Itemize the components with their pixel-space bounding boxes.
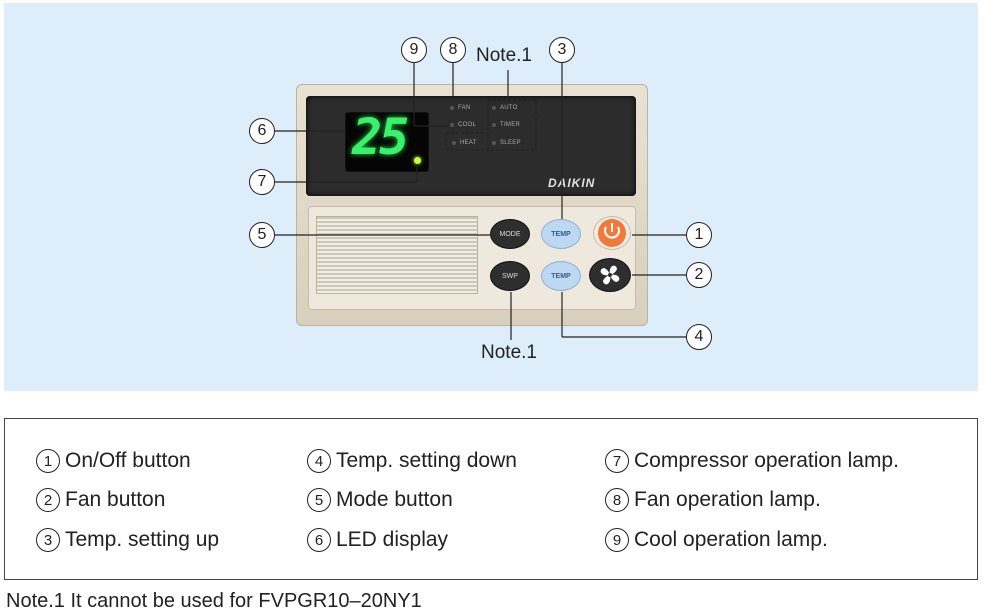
legend-number: 6 <box>307 528 331 552</box>
indicator-cool-label: COOL <box>458 122 477 128</box>
callout-6: 6 <box>249 118 275 144</box>
legend-item: 7 Compressor operation lamp. <box>605 449 899 473</box>
legend-text: Fan operation lamp. <box>634 488 821 511</box>
legend-number: 2 <box>36 488 60 512</box>
fan-lamp <box>450 106 454 110</box>
legend-item: 3 Temp. setting up <box>36 528 219 552</box>
callout-5: 5 <box>249 222 275 248</box>
legend-item: 5 Mode button <box>307 488 453 512</box>
callout-2: 2 <box>686 262 712 288</box>
callout-8: 8 <box>440 37 466 63</box>
callout-9: 9 <box>401 37 427 63</box>
temp-up-button[interactable]: TEMP <box>541 219 581 249</box>
legend-text: Fan button <box>65 488 166 511</box>
legend-text: Temp. setting up <box>65 528 220 551</box>
legend-text: Mode button <box>336 488 453 511</box>
indicator-timer-label: TIMER <box>500 122 521 128</box>
indicator-auto-label: AUTO <box>500 105 518 111</box>
legend-box <box>4 418 978 580</box>
legend-item: 9 Cool operation lamp. <box>605 528 828 552</box>
indicator-fan-label: FAN <box>458 105 471 111</box>
legend-number: 4 <box>307 449 331 473</box>
legend-number: 8 <box>605 488 629 512</box>
speaker-grille <box>316 216 478 294</box>
indicator-heat-label: HEAT <box>460 140 477 146</box>
temp-down-button[interactable]: TEMP <box>541 261 581 291</box>
legend-item: 8 Fan operation lamp. <box>605 488 821 512</box>
swing-button[interactable]: SWP <box>490 261 530 291</box>
legend-text: Cool operation lamp. <box>634 528 828 551</box>
callout-3: 3 <box>549 37 575 63</box>
compressor-lamp <box>414 157 421 164</box>
legend-item: 2 Fan button <box>36 488 165 512</box>
legend-number: 9 <box>605 528 629 552</box>
led-value: 25 <box>352 108 409 166</box>
sleep-lamp <box>492 141 496 145</box>
legend-number: 1 <box>36 449 60 473</box>
footnote: Note.1 It cannot be used for FVPGR10–20N… <box>6 590 422 612</box>
legend-number: 3 <box>36 528 60 552</box>
auto-lamp <box>492 106 496 110</box>
note-label-top: Note.1 <box>476 45 532 66</box>
timer-lamp <box>492 123 496 127</box>
indicator-sleep-label: SLEEP <box>500 140 521 146</box>
legend-item: 6 LED display <box>307 528 448 552</box>
legend-item: 4 Temp. setting down <box>307 449 517 473</box>
legend-text: Temp. setting down <box>336 449 517 472</box>
mode-button[interactable]: MODE <box>490 219 530 249</box>
cool-lamp <box>450 123 454 127</box>
note-label-bottom: Note.1 <box>481 342 537 363</box>
legend-text: LED display <box>336 528 449 551</box>
brand-logo: DAIKIN <box>548 176 596 190</box>
heat-lamp <box>452 141 456 145</box>
callout-1: 1 <box>686 222 712 248</box>
legend-text: On/Off button <box>65 449 191 472</box>
legend-number: 7 <box>605 449 629 473</box>
legend-number: 5 <box>307 488 331 512</box>
callout-7: 7 <box>249 169 275 195</box>
legend-text: Compressor operation lamp. <box>634 449 899 472</box>
legend-item: 1 On/Off button <box>36 449 191 473</box>
callout-4: 4 <box>686 324 712 350</box>
